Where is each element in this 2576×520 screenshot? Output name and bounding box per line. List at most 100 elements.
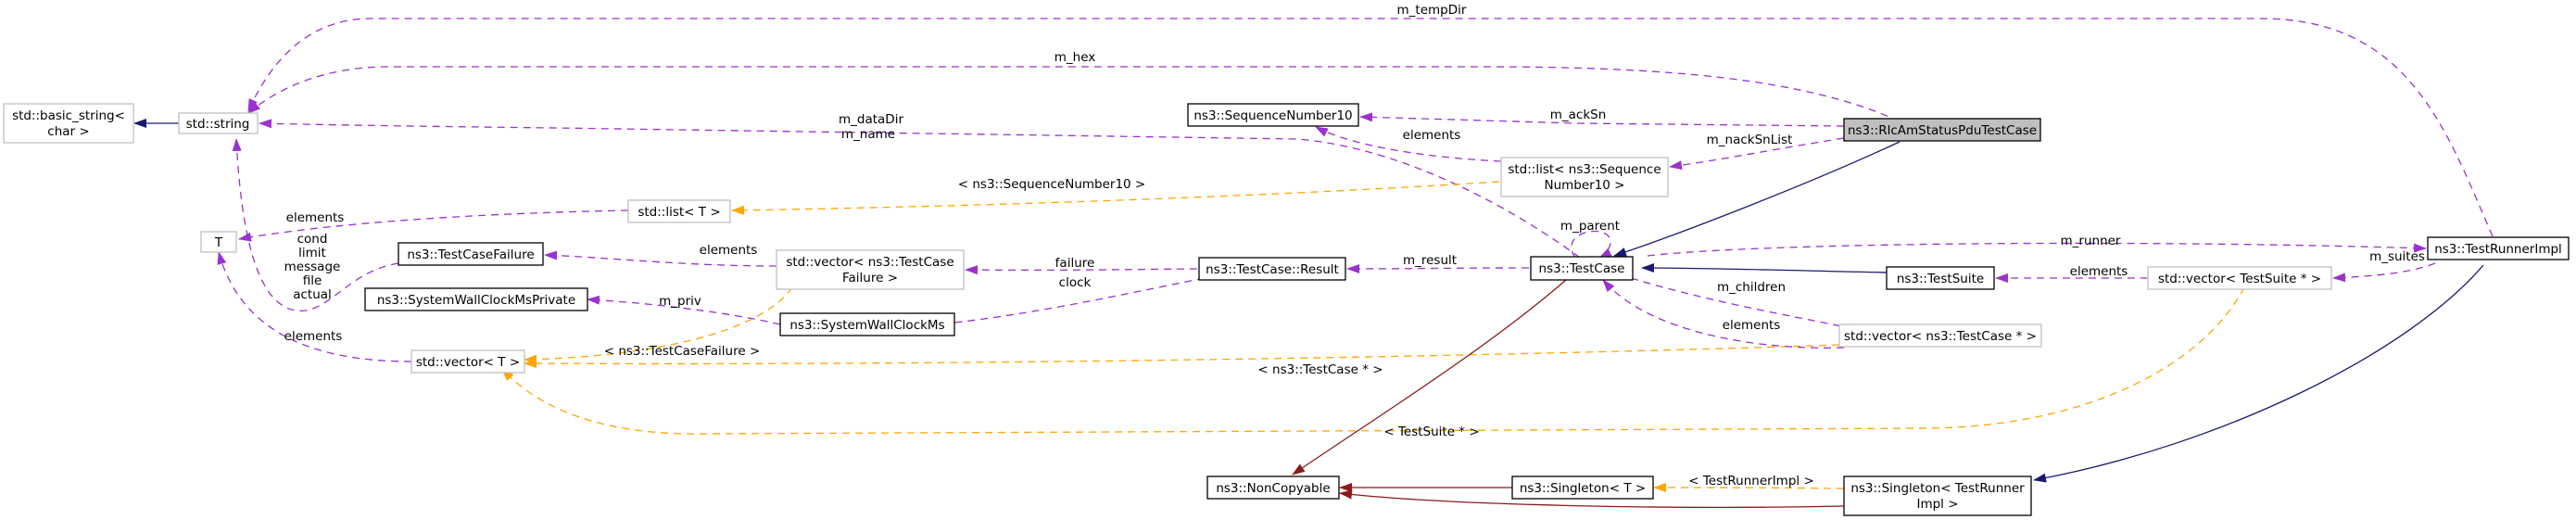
node-std-vector-T[interactable]: std::vector< T > — [410, 349, 525, 374]
node-std-basic-string-line1: std::basic_string< — [12, 108, 125, 123]
label-m-hex: m_hex — [1054, 50, 1096, 65]
label-m-tempdir: m_tempDir — [1397, 3, 1467, 18]
node-systemwallclockms[interactable]: ns3::SystemWallClockMs — [779, 312, 955, 336]
edge-template-seqnum — [731, 181, 1500, 215]
nodes: std::basic_string< char > std::string T … — [3, 103, 2570, 516]
label-template-tcptr: < ns3::TestCase * > — [1257, 362, 1383, 377]
node-noncopyable[interactable]: ns3::NonCopyable — [1206, 476, 1340, 500]
label-m-runner: m_runner — [2061, 234, 2121, 248]
node-testcase-result-label: ns3::TestCase::Result — [1206, 262, 1339, 277]
node-singleton-testrunnerimpl[interactable]: ns3::Singleton< TestRunner Impl > — [1843, 476, 2032, 516]
edge-testsuite-testcase — [1641, 263, 1888, 273]
edge-labels: m_tempDir m_hex m_dataDir m_name m_ackSn… — [284, 3, 2425, 488]
node-rlcamstatuspdutestcase-label: ns3::RlcAmStatusPduTestCase — [1848, 123, 2037, 138]
edge-testrunner-singleton — [2033, 264, 2484, 483]
node-list-seqnum[interactable]: std::list< ns3::Sequence Number10 > — [1500, 157, 1669, 197]
label-clock: clock — [1059, 275, 1092, 290]
label-failure: failure — [1055, 256, 1095, 271]
label-template-tsptr: < TestSuite * > — [1383, 425, 1479, 439]
node-systemwallclockms-label: ns3::SystemWallClockMs — [789, 318, 944, 333]
edge-rlcam-testcase — [1613, 141, 1900, 257]
label-actual: actual — [293, 287, 332, 302]
label-m-name: m_name — [841, 127, 895, 142]
edge-elements-tcf — [544, 250, 777, 267]
node-systemwallclockmsprivate-label: ns3::SystemWallClockMsPrivate — [377, 293, 575, 308]
node-list-seqnum-line2: Number10 > — [1544, 178, 1624, 193]
edge-m-suites — [2332, 262, 2436, 283]
edge-elements-children — [1602, 279, 1845, 349]
node-T-label: T — [214, 235, 223, 250]
node-testcasefailure[interactable]: ns3::TestCaseFailure — [398, 242, 544, 266]
label-elements-suites: elements — [2070, 264, 2128, 279]
edge-m-tempdir — [247, 18, 2494, 237]
edge-elements-list — [238, 209, 629, 242]
edge-m-hex — [247, 66, 1900, 122]
edge-m-priv — [587, 295, 781, 325]
node-testrunnerimpl[interactable]: ns3::TestRunnerImpl — [2427, 236, 2570, 260]
edge-template-tsptr — [501, 286, 2245, 435]
edge-m-parent — [1571, 230, 1612, 259]
edge-m-datadir — [259, 119, 1581, 259]
label-m-result: m_result — [1403, 253, 1457, 268]
edges — [133, 18, 2494, 508]
node-singleton-testrunnerimpl-line1: ns3::Singleton< TestRunner — [1850, 481, 2025, 496]
edge-singletontr-noncopyable — [1339, 489, 1845, 508]
label-elements-children: elements — [1723, 318, 1781, 333]
label-elements-tcf: elements — [700, 243, 758, 258]
edge-cond-tcf — [232, 138, 399, 311]
node-vector-testcaseptr-label: std::vector< ns3::TestCase * > — [1844, 329, 2037, 344]
label-elements-seqnum: elements — [1403, 128, 1461, 143]
node-singleton-testrunnerimpl-line2: Impl > — [1916, 497, 1958, 512]
node-testcase-label: ns3::TestCase — [1539, 261, 1625, 276]
node-noncopyable-label: ns3::NonCopyable — [1216, 481, 1330, 496]
label-m-children: m_children — [1717, 280, 1786, 295]
node-vector-testcasefailure-line1: std::vector< ns3::TestCase — [786, 255, 953, 270]
node-T[interactable]: T — [200, 231, 237, 253]
node-std-string[interactable]: std::string — [178, 112, 259, 134]
label-m-datadir: m_dataDir — [839, 112, 903, 127]
node-vector-testcasefailure[interactable]: std::vector< ns3::TestCase Failure > — [776, 249, 965, 290]
node-std-basic-string-line2: char > — [47, 124, 89, 139]
node-rlcamstatuspdutestcase[interactable]: ns3::RlcAmStatusPduTestCase — [1843, 118, 2041, 142]
node-singleton-T-label: ns3::Singleton< T > — [1520, 481, 1646, 496]
node-std-basic-string[interactable]: std::basic_string< char > — [3, 103, 134, 144]
node-std-string-label: std::string — [186, 117, 250, 132]
label-m-acksn: m_ackSn — [1550, 108, 1607, 122]
node-sequencenumber10[interactable]: ns3::SequenceNumber10 — [1187, 103, 1359, 127]
node-list-seqnum-line1: std::list< ns3::Sequence — [1508, 162, 1661, 177]
node-sequencenumber10-label: ns3::SequenceNumber10 — [1193, 108, 1352, 123]
label-m-parent: m_parent — [1560, 219, 1620, 234]
label-limit: limit — [298, 246, 326, 260]
node-testcase-result[interactable]: ns3::TestCase::Result — [1198, 257, 1346, 281]
label-template-testrunner: < TestRunnerImpl > — [1688, 474, 1814, 488]
node-vector-testcaseptr[interactable]: std::vector< ns3::TestCase * > — [1838, 323, 2042, 348]
node-singleton-T[interactable]: ns3::Singleton< T > — [1511, 476, 1654, 500]
node-vector-testcasefailure-line2: Failure > — [842, 271, 898, 285]
label-message: message — [284, 260, 341, 274]
node-std-list-T[interactable]: std::list< T > — [627, 199, 731, 223]
node-std-vector-T-label: std::vector< T > — [416, 355, 520, 370]
node-testsuite-label: ns3::TestSuite — [1897, 272, 1984, 286]
edge-m-runner — [1647, 242, 2427, 257]
edge-failure — [965, 265, 1198, 275]
node-testsuite[interactable]: ns3::TestSuite — [1886, 266, 1995, 290]
node-testcase[interactable]: ns3::TestCase — [1530, 256, 1634, 281]
node-testrunnerimpl-label: ns3::TestRunnerImpl — [2434, 242, 2562, 257]
node-vector-testsuiteptr-label: std::vector< TestSuite * > — [2158, 272, 2321, 286]
edge-template-tcptr — [524, 344, 1840, 369]
label-cond: cond — [297, 232, 328, 247]
edge-clock — [937, 277, 1206, 328]
label-m-nacksnlist: m_nackSnList — [1707, 133, 1793, 147]
node-vector-testsuiteptr[interactable]: std::vector< TestSuite * > — [2147, 266, 2332, 290]
node-systemwallclockmsprivate[interactable]: ns3::SystemWallClockMsPrivate — [364, 287, 588, 311]
label-template-seqnum: < ns3::SequenceNumber10 > — [958, 177, 1145, 192]
label-elements-list: elements — [286, 210, 345, 225]
label-m-suites: m_suites — [2369, 249, 2425, 264]
edge-m-result — [1346, 263, 1530, 273]
label-m-priv: m_priv — [659, 294, 701, 309]
label-file: file — [303, 273, 322, 288]
edge-m-children — [1630, 277, 1863, 333]
edge-elements-vect — [217, 251, 412, 362]
label-elements-vect: elements — [284, 329, 343, 344]
